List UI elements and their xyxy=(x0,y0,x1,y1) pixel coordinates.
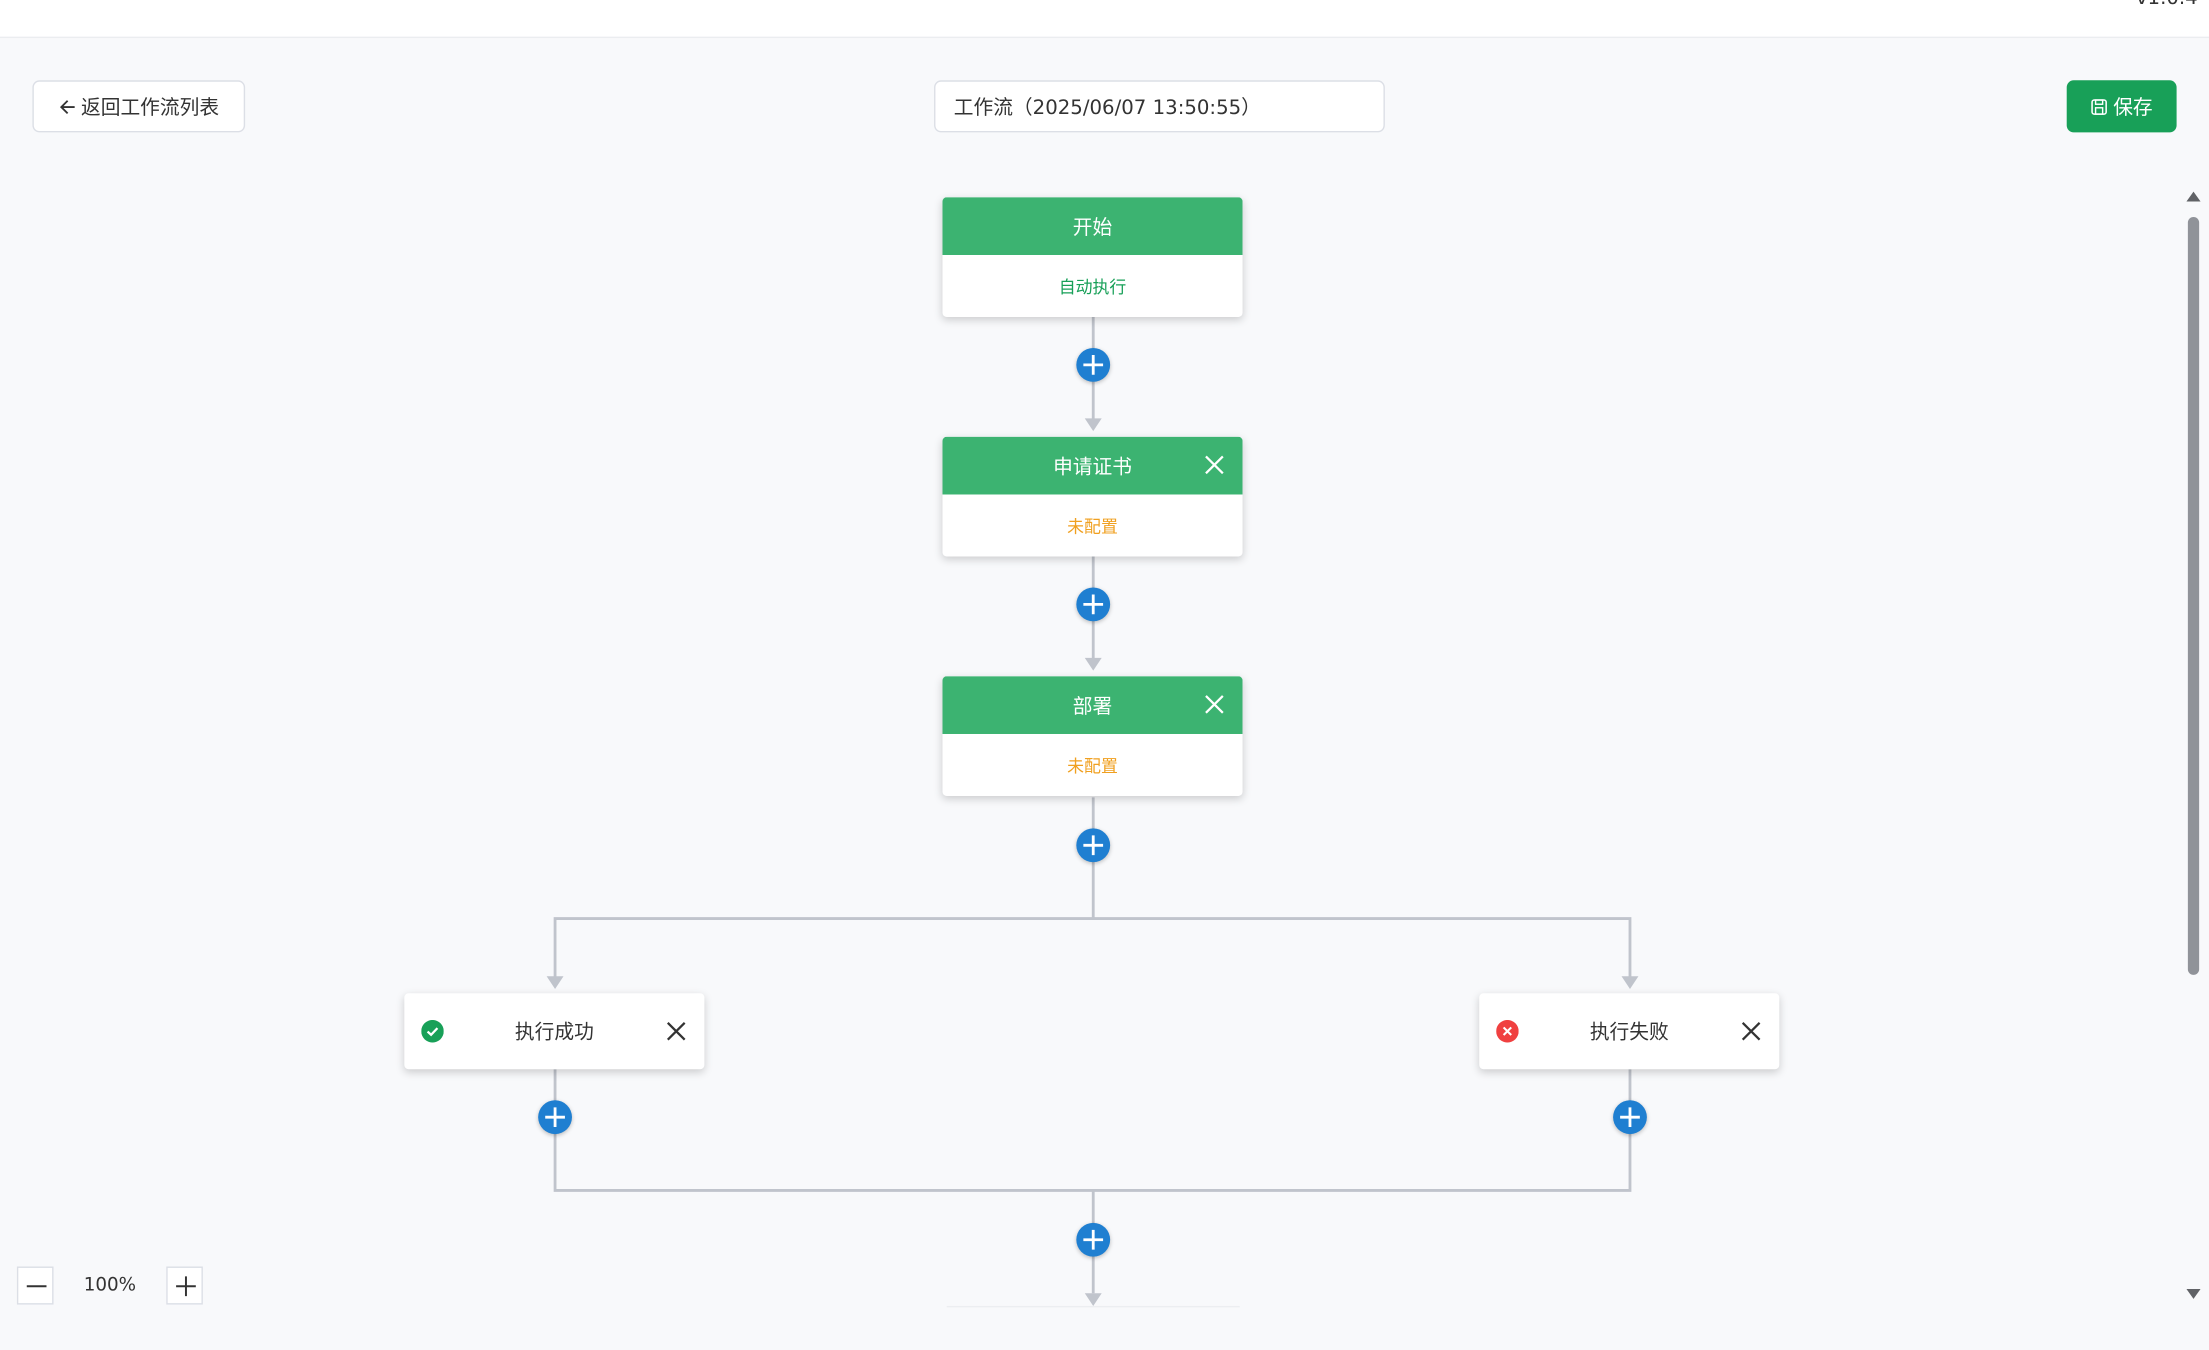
zoom-in-button[interactable] xyxy=(166,1266,203,1305)
back-button-label: 返回工作流列表 xyxy=(81,96,220,120)
top-bar: v1.0.4 xyxy=(0,0,2209,39)
node-header: 开始 xyxy=(942,197,1243,255)
node-status: 未配置 xyxy=(1067,516,1118,537)
add-node-button[interactable] xyxy=(1076,347,1111,382)
close-icon[interactable] xyxy=(1203,454,1226,477)
plus-icon xyxy=(176,1276,196,1297)
check-circle-icon xyxy=(421,1019,444,1043)
minus-icon xyxy=(26,1285,47,1288)
node-header: 部署 xyxy=(942,676,1243,734)
scroll-down-arrow-icon[interactable] xyxy=(2186,1289,2201,1299)
add-node-button[interactable] xyxy=(1076,1222,1111,1257)
plus-icon xyxy=(1083,835,1104,856)
save-button[interactable]: 保存 xyxy=(2066,80,2177,133)
add-node-button[interactable] xyxy=(1076,587,1111,622)
scroll-thumb[interactable] xyxy=(2187,216,2200,975)
node-title: 申请证书 xyxy=(1053,455,1132,479)
branch-label: 执行失败 xyxy=(1589,1021,1669,1044)
deploy-node[interactable]: 部署 未配置 xyxy=(942,676,1243,796)
error-circle-icon xyxy=(1496,1019,1519,1043)
node-title: 开始 xyxy=(1072,216,1113,239)
vertical-scrollbar[interactable] xyxy=(2185,191,2202,1299)
start-node[interactable]: 开始 自动执行 xyxy=(942,197,1243,317)
save-button-label: 保存 xyxy=(2113,96,2153,120)
back-to-list-button[interactable]: 返回工作流列表 xyxy=(32,80,246,133)
workflow-name-input[interactable] xyxy=(934,80,1385,133)
add-node-button[interactable] xyxy=(1613,1100,1647,1135)
close-icon[interactable] xyxy=(1740,1020,1763,1043)
plus-icon xyxy=(1620,1107,1640,1128)
branch-label: 执行成功 xyxy=(514,1021,594,1044)
plus-icon xyxy=(1083,1229,1104,1250)
plus-icon xyxy=(1083,594,1104,615)
zoom-level: 100% xyxy=(83,1274,137,1297)
end-node-edge xyxy=(946,1305,1240,1308)
close-icon[interactable] xyxy=(1203,693,1226,716)
scroll-up-arrow-icon[interactable] xyxy=(2186,191,2201,202)
node-status: 未配置 xyxy=(1067,755,1118,776)
add-node-button[interactable] xyxy=(1076,828,1111,863)
node-title: 部署 xyxy=(1072,695,1113,718)
close-icon[interactable] xyxy=(665,1020,688,1043)
zoom-control: 100% xyxy=(16,1266,203,1305)
failure-branch-node[interactable]: 执行失败 xyxy=(1479,993,1780,1070)
plus-icon xyxy=(545,1107,565,1128)
node-header: 申请证书 xyxy=(942,436,1243,495)
version-label: v1.0.4 xyxy=(2136,0,2198,10)
apply-cert-node[interactable]: 申请证书 未配置 xyxy=(942,436,1243,557)
plus-icon xyxy=(1083,355,1104,375)
arrow-left-icon xyxy=(59,99,74,114)
node-status: 自动执行 xyxy=(1058,276,1127,297)
success-branch-node[interactable]: 执行成功 xyxy=(404,993,705,1070)
add-node-button[interactable] xyxy=(538,1100,572,1135)
zoom-out-button[interactable] xyxy=(16,1266,54,1305)
save-icon xyxy=(2091,98,2107,115)
